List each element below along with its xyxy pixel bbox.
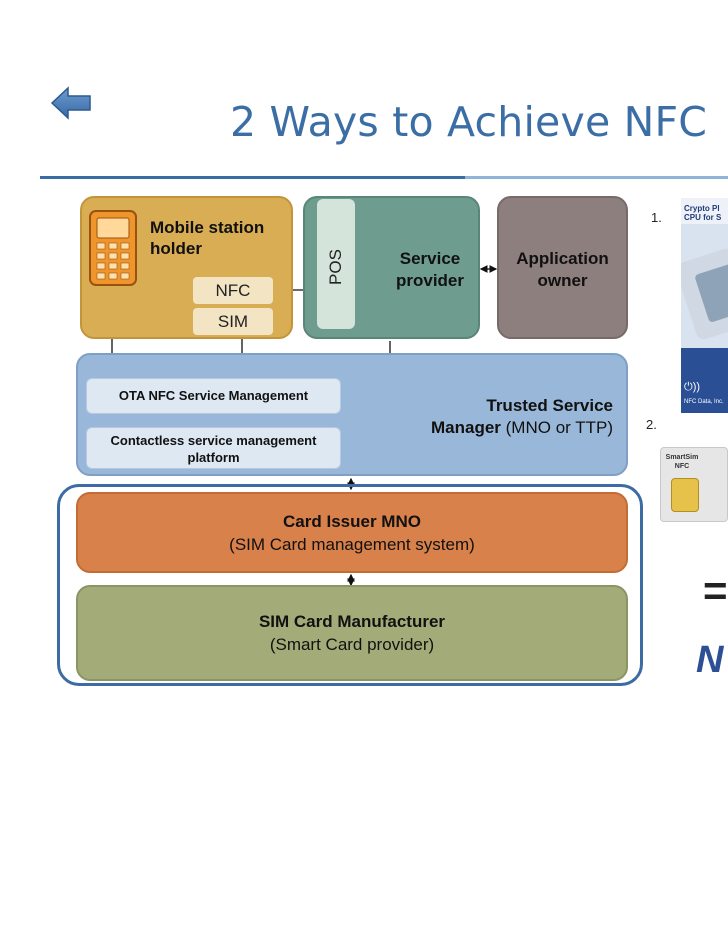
smartsim-card-image: SmartSim NFC [660, 447, 728, 522]
mobile-station-label: Mobile station holder [150, 218, 265, 258]
service-provider-label: Service provider [395, 249, 465, 290]
title-underline-dark [40, 176, 465, 179]
pos-panel [317, 199, 355, 329]
crypto-card-image: Crypto Pl CPU for S ⏻)) NFC Data, Inc. [681, 198, 728, 413]
nfc-wave-icon: ⏻)) [684, 381, 701, 393]
ota-nfc-service-management: OTA NFC Service Management [86, 378, 341, 414]
tsm-qualifier: (MNO or TTP) [500, 418, 613, 437]
tsm-manager-word: Manager [431, 418, 501, 437]
tsm-label-line1: Trusted Service [486, 396, 613, 415]
sim-manufacturer-subtitle: (Smart Card provider) [269, 635, 435, 654]
sim-manufacturer-box [76, 585, 628, 681]
logo-fragment: N [696, 639, 724, 681]
crypto-card-text-2: CPU for S [684, 213, 722, 222]
card-issuer-title: Card Issuer MNO [283, 512, 421, 531]
crypto-card-text-1: Crypto Pl [684, 204, 720, 213]
back-arrow-icon[interactable] [50, 86, 92, 125]
list-number-2: 2. [646, 417, 657, 432]
highlight-frame [57, 484, 643, 686]
crypto-card-footer: NFC Data, Inc. [684, 399, 724, 405]
card-issuer-subtitle: (SIM Card management system) [229, 535, 475, 554]
sim-chip-icon [671, 478, 699, 512]
tsm-label-line2: Manager (MNO or TTP) [380, 418, 613, 438]
title-underline-light [465, 176, 728, 179]
pos-label-wrap: POS [317, 248, 355, 286]
equals-sign: = [703, 567, 728, 614]
card-issuer-box [76, 492, 628, 573]
application-owner-box [497, 196, 628, 339]
sim-chip: SIM [193, 308, 273, 335]
smartsim-label-2: NFC [674, 463, 690, 470]
application-owner-label: Application owner [516, 249, 609, 290]
contactless-service-platform: Contactless service management platform [86, 427, 341, 469]
mobile-phone-icon [88, 209, 144, 294]
nfc-chip: NFC [193, 277, 273, 304]
page-title: 2 Ways to Achieve NFC [230, 98, 708, 146]
smartsim-label-1: SmartSim [665, 454, 699, 461]
pos-label: POS [326, 249, 345, 285]
list-number-1: 1. [651, 210, 662, 225]
sim-manufacturer-title: SIM Card Manufacturer [258, 612, 446, 631]
